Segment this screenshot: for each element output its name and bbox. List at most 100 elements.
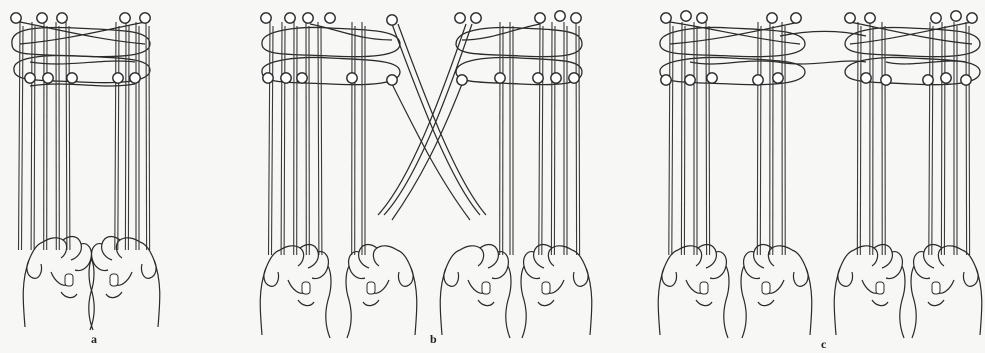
hand-outline-stroke bbox=[524, 252, 540, 279]
finger-loop-middle bbox=[457, 75, 467, 85]
vertical-string bbox=[69, 26, 70, 250]
panel-b-drawing bbox=[260, 11, 592, 338]
finger-loop-top bbox=[261, 13, 271, 23]
finger-loop-top bbox=[37, 13, 47, 23]
hand-outline-stroke bbox=[924, 245, 942, 268]
hand-outline-stroke bbox=[478, 300, 494, 306]
finger-loop-middle bbox=[495, 73, 505, 83]
crossing-string bbox=[384, 24, 472, 215]
vertical-string bbox=[857, 22, 858, 255]
string-band bbox=[456, 58, 582, 85]
vertical-string bbox=[669, 22, 670, 255]
finger-loop-top bbox=[767, 13, 777, 23]
hand-outline-stroke bbox=[534, 245, 552, 268]
vertical-string bbox=[860, 26, 861, 255]
hand-outline-stroke bbox=[928, 300, 944, 306]
crossing-string bbox=[690, 61, 778, 64]
finger-loop-top bbox=[931, 13, 941, 23]
finger-loop-middle bbox=[961, 75, 971, 85]
hand-drawing bbox=[346, 245, 417, 338]
crossing-string bbox=[30, 84, 135, 86]
hand-outline-stroke bbox=[312, 252, 328, 279]
vertical-string bbox=[128, 26, 129, 250]
vertical-string bbox=[269, 22, 271, 255]
finger-loop-top bbox=[325, 13, 335, 23]
hand-outline-stroke bbox=[363, 300, 379, 306]
vertical-string bbox=[125, 22, 126, 250]
vertical-string bbox=[542, 26, 543, 255]
fingernail bbox=[762, 282, 770, 294]
panel-label-b: b bbox=[430, 333, 437, 345]
vertical-string bbox=[554, 26, 555, 255]
string-band bbox=[456, 28, 582, 57]
panel-label-c: c bbox=[821, 338, 826, 350]
finger-loop-middle bbox=[263, 73, 273, 83]
vertical-string bbox=[932, 26, 933, 255]
finger-loop-top bbox=[865, 13, 875, 23]
vertical-string bbox=[31, 22, 32, 250]
finger-loop-top bbox=[120, 13, 130, 23]
finger-loop-middle bbox=[569, 73, 579, 83]
finger-loop-middle bbox=[861, 73, 871, 83]
hand-outline-stroke bbox=[398, 268, 413, 286]
vertical-string bbox=[672, 26, 673, 255]
hand-outline-stroke bbox=[872, 300, 888, 306]
string-band bbox=[262, 28, 400, 57]
finger-loop-top bbox=[387, 15, 397, 25]
hand-drawing bbox=[23, 237, 94, 330]
fingernail bbox=[110, 274, 118, 286]
finger-loop-middle bbox=[387, 75, 397, 85]
crossing-string bbox=[670, 22, 800, 44]
hand-outline-stroke bbox=[793, 268, 808, 286]
hand-outline-stroke bbox=[63, 237, 81, 260]
finger-loop-middle bbox=[707, 73, 717, 83]
hand-outline-stroke bbox=[768, 246, 792, 266]
hand-outline-stroke bbox=[573, 268, 588, 286]
hand-drawing bbox=[89, 237, 160, 330]
panel-label-a: a bbox=[91, 333, 97, 345]
finger-loop-middle bbox=[347, 73, 357, 83]
finger-loop-middle bbox=[685, 75, 695, 85]
finger-loop-top bbox=[661, 13, 671, 23]
finger-loop-top bbox=[57, 13, 67, 23]
hand-outline-stroke bbox=[27, 260, 42, 278]
hand-outline-stroke bbox=[758, 300, 774, 306]
hand-outline-stroke bbox=[373, 246, 397, 266]
hand-outline-stroke bbox=[440, 250, 460, 335]
hand-outline-stroke bbox=[911, 266, 916, 338]
hand-outline-stroke bbox=[61, 292, 77, 298]
vertical-string bbox=[757, 22, 758, 255]
crossing-string bbox=[392, 84, 470, 220]
fingernail bbox=[482, 282, 490, 294]
finger-loop-middle bbox=[533, 73, 543, 83]
vertical-string bbox=[19, 22, 21, 250]
finger-loop-middle bbox=[67, 73, 77, 83]
finger-loop-middle bbox=[551, 73, 561, 83]
finger-loop-top bbox=[697, 13, 707, 23]
fingernail bbox=[302, 282, 310, 294]
finger-loop-middle bbox=[297, 73, 307, 83]
hand-outline-stroke bbox=[658, 250, 678, 335]
finger-loop-top bbox=[951, 11, 961, 21]
hand-outline-stroke bbox=[572, 250, 592, 335]
finger-loop-middle bbox=[281, 73, 291, 83]
hand-outline-stroke bbox=[963, 268, 978, 286]
hand-outline-stroke bbox=[397, 250, 417, 335]
hand-outline-stroke bbox=[280, 246, 304, 266]
hand-outline-stroke bbox=[106, 292, 122, 298]
hand-outline-stroke bbox=[326, 266, 331, 338]
hand-outline-stroke bbox=[264, 268, 279, 286]
finger-loop-top bbox=[791, 13, 801, 23]
vertical-string bbox=[579, 26, 580, 255]
vertical-string bbox=[22, 26, 24, 250]
hand-outline-stroke bbox=[741, 266, 746, 338]
hand-outline-stroke bbox=[506, 266, 511, 338]
vertical-string bbox=[969, 26, 970, 255]
hand-outline-stroke bbox=[444, 268, 459, 286]
vertical-string bbox=[551, 22, 552, 255]
vertical-string bbox=[681, 22, 682, 255]
hand-outline-stroke bbox=[710, 252, 726, 279]
panel-c-drawing bbox=[658, 11, 982, 338]
